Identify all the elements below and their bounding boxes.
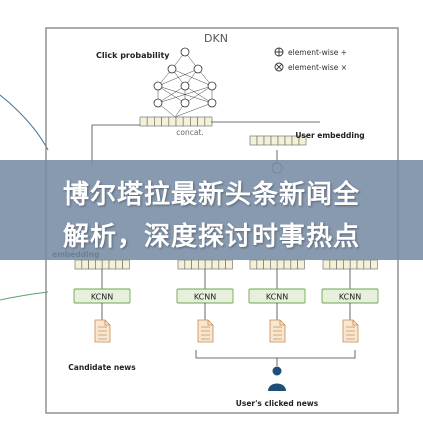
clicked-embedding-cell bbox=[211, 259, 220, 270]
click-probability-label: Click probability bbox=[96, 51, 170, 60]
clicked-embedding-cell bbox=[336, 259, 344, 270]
headline-banner: 博尔塔拉最新头条新闻全 解析，深度探讨时事热点 bbox=[0, 160, 423, 260]
clicked-embedding-cell bbox=[249, 259, 258, 270]
candidate-news-label: Candidate news bbox=[68, 363, 136, 372]
kcnn-columns: KCNN KCNN KCNN KCNN bbox=[73, 269, 379, 343]
legend-mul-label: element-wise × bbox=[288, 63, 347, 72]
concat-cell bbox=[197, 116, 206, 127]
concat-label: concat. bbox=[176, 128, 204, 137]
mlp-edge bbox=[157, 85, 186, 104]
headline-line-2: 解析，深度探讨时事热点 bbox=[62, 222, 360, 252]
concat-cell bbox=[204, 116, 213, 127]
candidate-embedding-cell bbox=[115, 259, 123, 270]
clicked-embedding-cell bbox=[177, 259, 186, 270]
clicked-embedding-cell bbox=[356, 259, 365, 270]
clicked-embedding-cell bbox=[290, 259, 298, 270]
concat-cell bbox=[139, 116, 148, 127]
legend-mul-icon bbox=[274, 62, 284, 72]
mlp-node bbox=[167, 64, 177, 74]
embedding-rows bbox=[74, 259, 378, 270]
user-embedding-cell bbox=[298, 135, 307, 146]
mlp-node bbox=[180, 47, 190, 57]
clicked-embedding-cell bbox=[370, 259, 378, 270]
clicked-embedding-cell bbox=[363, 259, 371, 270]
mlp-edge bbox=[184, 85, 213, 104]
mlp-node bbox=[153, 98, 163, 108]
legend-add-label: element-wise + bbox=[288, 48, 347, 57]
mlp-node bbox=[180, 81, 190, 91]
user-embedding-cell bbox=[256, 135, 265, 146]
candidate-embedding-cell bbox=[74, 259, 83, 270]
user-embedding-label-text: User embedding bbox=[295, 131, 364, 140]
concat-cell bbox=[161, 116, 170, 127]
user-embedding-label: User embedding bbox=[295, 131, 364, 140]
headline-line-1: 博尔塔拉最新头条新闻全 bbox=[62, 180, 360, 210]
concat-cell bbox=[190, 116, 198, 127]
user-embedding-cell bbox=[277, 135, 286, 146]
user-embedding-cell bbox=[270, 135, 279, 146]
news-document-icon bbox=[197, 319, 214, 343]
clicked-embedding-cell bbox=[349, 259, 358, 270]
legend-add-icon bbox=[274, 47, 284, 57]
mlp-edge bbox=[157, 68, 199, 87]
clicked-embedding-cell bbox=[322, 259, 331, 270]
candidate-embedding-cell bbox=[81, 259, 89, 270]
user-embedding-cell bbox=[263, 135, 272, 146]
mlp-edge bbox=[174, 102, 213, 118]
clicked-embedding-cell bbox=[204, 259, 213, 270]
concat-cell bbox=[146, 116, 155, 127]
clicked-news-bracket bbox=[195, 350, 356, 359]
clicked-embedding-cell bbox=[329, 259, 337, 270]
news-document-icon bbox=[94, 319, 111, 343]
left-edge-green-line bbox=[0, 291, 49, 301]
mlp-node bbox=[207, 81, 217, 91]
clicked-embedding-cell bbox=[184, 259, 192, 270]
mlp-network bbox=[153, 47, 217, 118]
mlp-node bbox=[193, 64, 203, 74]
left-edge-blue-line bbox=[0, 94, 49, 151]
news-document-icon bbox=[269, 319, 286, 343]
candidate-embedding-cell bbox=[108, 259, 117, 270]
clicked-embedding-cell bbox=[263, 259, 271, 270]
concat-cell bbox=[154, 116, 162, 127]
kcnn-label: KCNN bbox=[339, 293, 361, 302]
clicked-embedding-cell bbox=[256, 259, 264, 270]
clicked-embedding-cell bbox=[218, 259, 226, 270]
candidate-embedding-cell bbox=[95, 259, 103, 270]
clicked-embedding-cell bbox=[276, 259, 285, 270]
mlp-edge bbox=[157, 85, 213, 104]
candidate-embedding-cell bbox=[101, 259, 110, 270]
user-embedding-vector bbox=[249, 135, 307, 146]
kcnn-label: KCNN bbox=[91, 293, 113, 302]
concat-cell bbox=[182, 116, 191, 127]
clicked-embedding-cell bbox=[198, 259, 206, 270]
candidate-embedding-cell bbox=[88, 259, 96, 270]
kcnn-label: KCNN bbox=[194, 293, 216, 302]
clicked-embedding-cell bbox=[283, 259, 292, 270]
clicked-embedding-cell bbox=[191, 259, 199, 270]
clicked-news-label: User's clicked news bbox=[236, 399, 319, 408]
clicked-embedding-cell bbox=[225, 259, 233, 270]
user-icon bbox=[268, 366, 286, 391]
mlp-node bbox=[153, 81, 163, 91]
clicked-embedding-cell bbox=[297, 259, 305, 270]
mlp-node bbox=[207, 98, 217, 108]
concat-cell bbox=[175, 116, 184, 127]
mlp-node bbox=[180, 98, 190, 108]
candidate-embedding-cell bbox=[122, 259, 130, 270]
user-embedding-cell bbox=[284, 135, 293, 146]
user-embedding-cell bbox=[249, 135, 258, 146]
mlp-edge bbox=[171, 68, 213, 87]
concat-vector bbox=[139, 116, 213, 127]
clicked-embedding-cell bbox=[343, 259, 351, 270]
concat-cell bbox=[168, 116, 177, 127]
clicked-embedding-cell bbox=[270, 259, 278, 270]
news-document-icon bbox=[342, 319, 359, 343]
diagram-title: DKN bbox=[204, 32, 228, 45]
kcnn-label: KCNN bbox=[266, 293, 288, 302]
